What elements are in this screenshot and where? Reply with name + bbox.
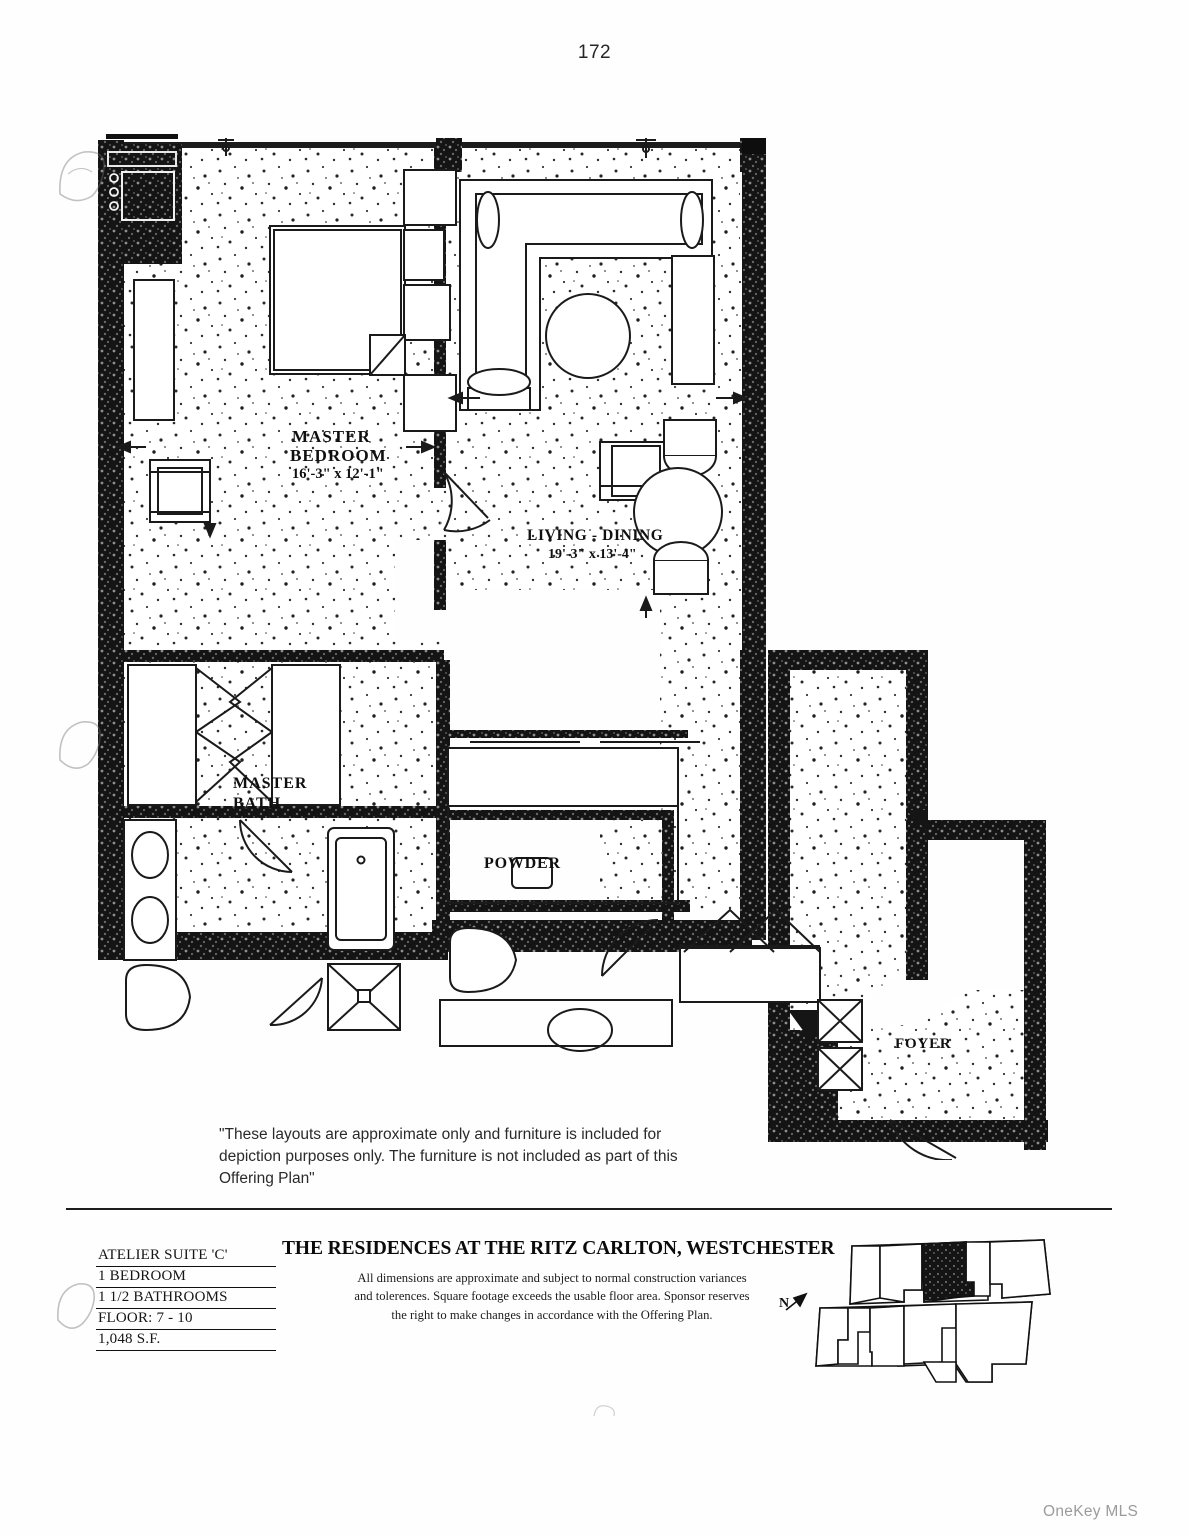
- spec-suite-name: ATELIER SUITE 'C': [96, 1246, 276, 1267]
- furniture-disclaimer: "These layouts are approximate only and …: [219, 1124, 749, 1190]
- floorplan-drawing: MASTER BEDROOM 16'-3" x 12'-1" LIVING - …: [40, 120, 1110, 1160]
- horizontal-divider: [66, 1208, 1112, 1210]
- foyer-closets: [817, 999, 863, 1091]
- label-master-bath-line2: BATH: [233, 795, 281, 812]
- disclaimer-line-2: depiction purposes only. The furniture i…: [219, 1148, 678, 1165]
- page-number: 172: [577, 42, 612, 63]
- legal-line-3: the right to make changes in accordance …: [391, 1307, 713, 1322]
- spec-bathrooms: 1 1/2 BATHROOMS: [96, 1288, 276, 1309]
- north-label: N: [779, 1296, 790, 1311]
- spec-bedrooms: 1 BEDROOM: [96, 1267, 276, 1288]
- label-foyer: FOYER: [895, 1036, 952, 1052]
- key-plan-floorplate: [815, 1239, 1051, 1383]
- label-master-bedroom-line2: BEDROOM: [290, 446, 387, 465]
- legal-line-1: All dimensions are approximate and subje…: [357, 1271, 747, 1285]
- building-key-plan: [776, 1232, 1076, 1392]
- master-bedroom-furniture: [133, 169, 457, 523]
- center-closet: [447, 741, 700, 904]
- label-powder: POWDER: [484, 855, 561, 872]
- powder-fixtures: [439, 919, 673, 1052]
- project-title: THE RESIDENCES AT THE RITZ CARLTON, WEST…: [282, 1238, 835, 1259]
- spec-floors: FLOOR: 7 - 10: [96, 1309, 276, 1330]
- window-marks: [218, 138, 656, 158]
- bedroom-closets: [127, 664, 341, 806]
- onekey-mls-watermark: OneKey MLS: [1043, 1503, 1139, 1520]
- key-plan-highlighted-unit: [921, 1241, 975, 1301]
- label-living-dining: LIVING - DINING: [527, 527, 663, 544]
- living-dining-furniture: [459, 179, 723, 595]
- entry-door-swing: [889, 1119, 957, 1160]
- dimension-arrows: [115, 391, 749, 618]
- disclaimer-line-3: Offering Plan": [219, 1170, 315, 1187]
- legal-note: All dimensions are approximate and subje…: [282, 1269, 822, 1324]
- legal-line-2: and tolerences. Square footage exceeds t…: [354, 1289, 750, 1304]
- hall-closets: [679, 908, 821, 1003]
- label-master-bedroom-line1: MASTER: [292, 427, 371, 446]
- bedroom-door-swing: [443, 471, 491, 533]
- label-living-dining-dim: 19'-3" x 13'-4": [548, 547, 637, 562]
- north-arrow-icon: [785, 1292, 808, 1311]
- project-title-block: THE RESIDENCES AT THE RITZ CARLTON, WEST…: [282, 1238, 835, 1324]
- master-bath-fixtures: [123, 819, 401, 1032]
- foyer-floor-fill: [830, 990, 1025, 1130]
- disclaimer-line-1: "These layouts are approximate only and …: [219, 1126, 662, 1143]
- scan-artifact-center-bottom: [593, 1405, 616, 1417]
- label-master-bath-line1: MASTER: [233, 775, 307, 792]
- foyer-corridor-fill: [788, 665, 910, 1030]
- unit-spec-block: ATELIER SUITE 'C' 1 BEDROOM 1 1/2 BATHRO…: [96, 1246, 276, 1351]
- exterior-walls: [98, 134, 1048, 1150]
- label-master-bedroom-dim: 16'-3" x 12'-1": [292, 466, 384, 482]
- room-labels: MASTER BEDROOM 16'-3" x 12'-1" LIVING - …: [233, 427, 952, 1052]
- spec-area: 1,048 S.F.: [96, 1330, 276, 1351]
